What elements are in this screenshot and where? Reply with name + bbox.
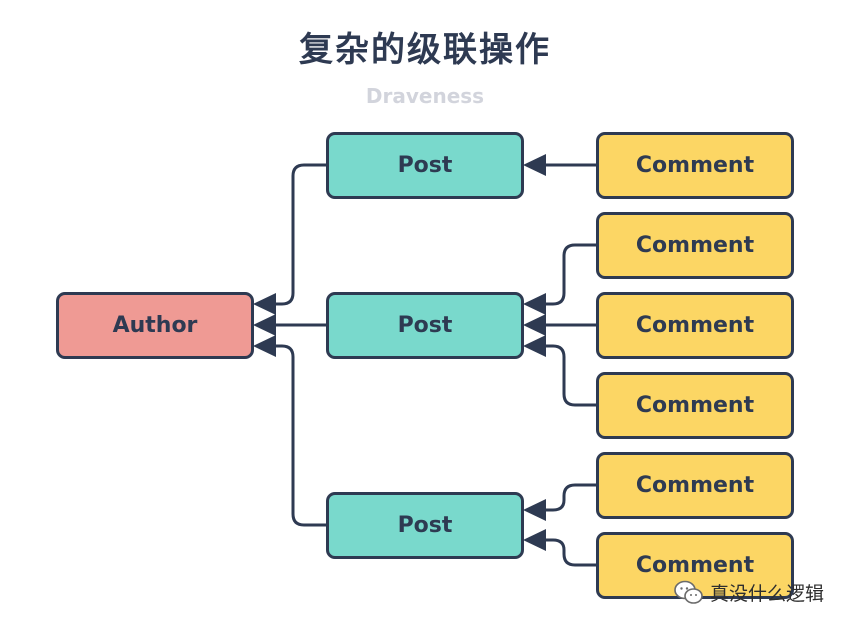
comment-node-2: Comment <box>596 212 794 279</box>
arrowhead-icon <box>523 314 546 336</box>
arrowhead-icon <box>253 314 276 336</box>
arrowhead-icon <box>523 499 546 521</box>
watermark: 真没什么逻辑 <box>674 579 824 606</box>
comment-node-1: Comment <box>596 132 794 199</box>
comment-node-4: Comment <box>596 372 794 439</box>
arrowhead-icon <box>523 335 546 357</box>
author-node: Author <box>56 292 254 359</box>
edge-comment5-post3 <box>532 483 597 512</box>
arrowhead-icon <box>523 154 546 176</box>
watermark-text: 真没什么逻辑 <box>709 583 824 605</box>
wechat-logo-icon <box>674 580 703 604</box>
arrowhead-icon <box>253 293 276 315</box>
edge-post1-author <box>262 163 326 306</box>
edge-post3-author <box>262 344 326 527</box>
edge-comment6-post3 <box>532 538 597 567</box>
arrowhead-icon <box>523 529 546 551</box>
diagram-title: 复杂的级联操作 <box>299 30 551 70</box>
post-node-2: Post <box>326 292 524 359</box>
edge-comment2-post2 <box>532 243 597 306</box>
comment-node-3: Comment <box>596 292 794 359</box>
arrowhead-icon <box>253 335 276 357</box>
edge-comment4-post2 <box>532 344 597 407</box>
post-node-1: Post <box>326 132 524 199</box>
comment-node-6: Comment <box>596 532 794 599</box>
post-node-3: Post <box>326 492 524 559</box>
diagram-subtitle: Draveness <box>365 84 485 108</box>
arrowhead-icon <box>523 293 546 315</box>
comment-node-5: Comment <box>596 452 794 519</box>
